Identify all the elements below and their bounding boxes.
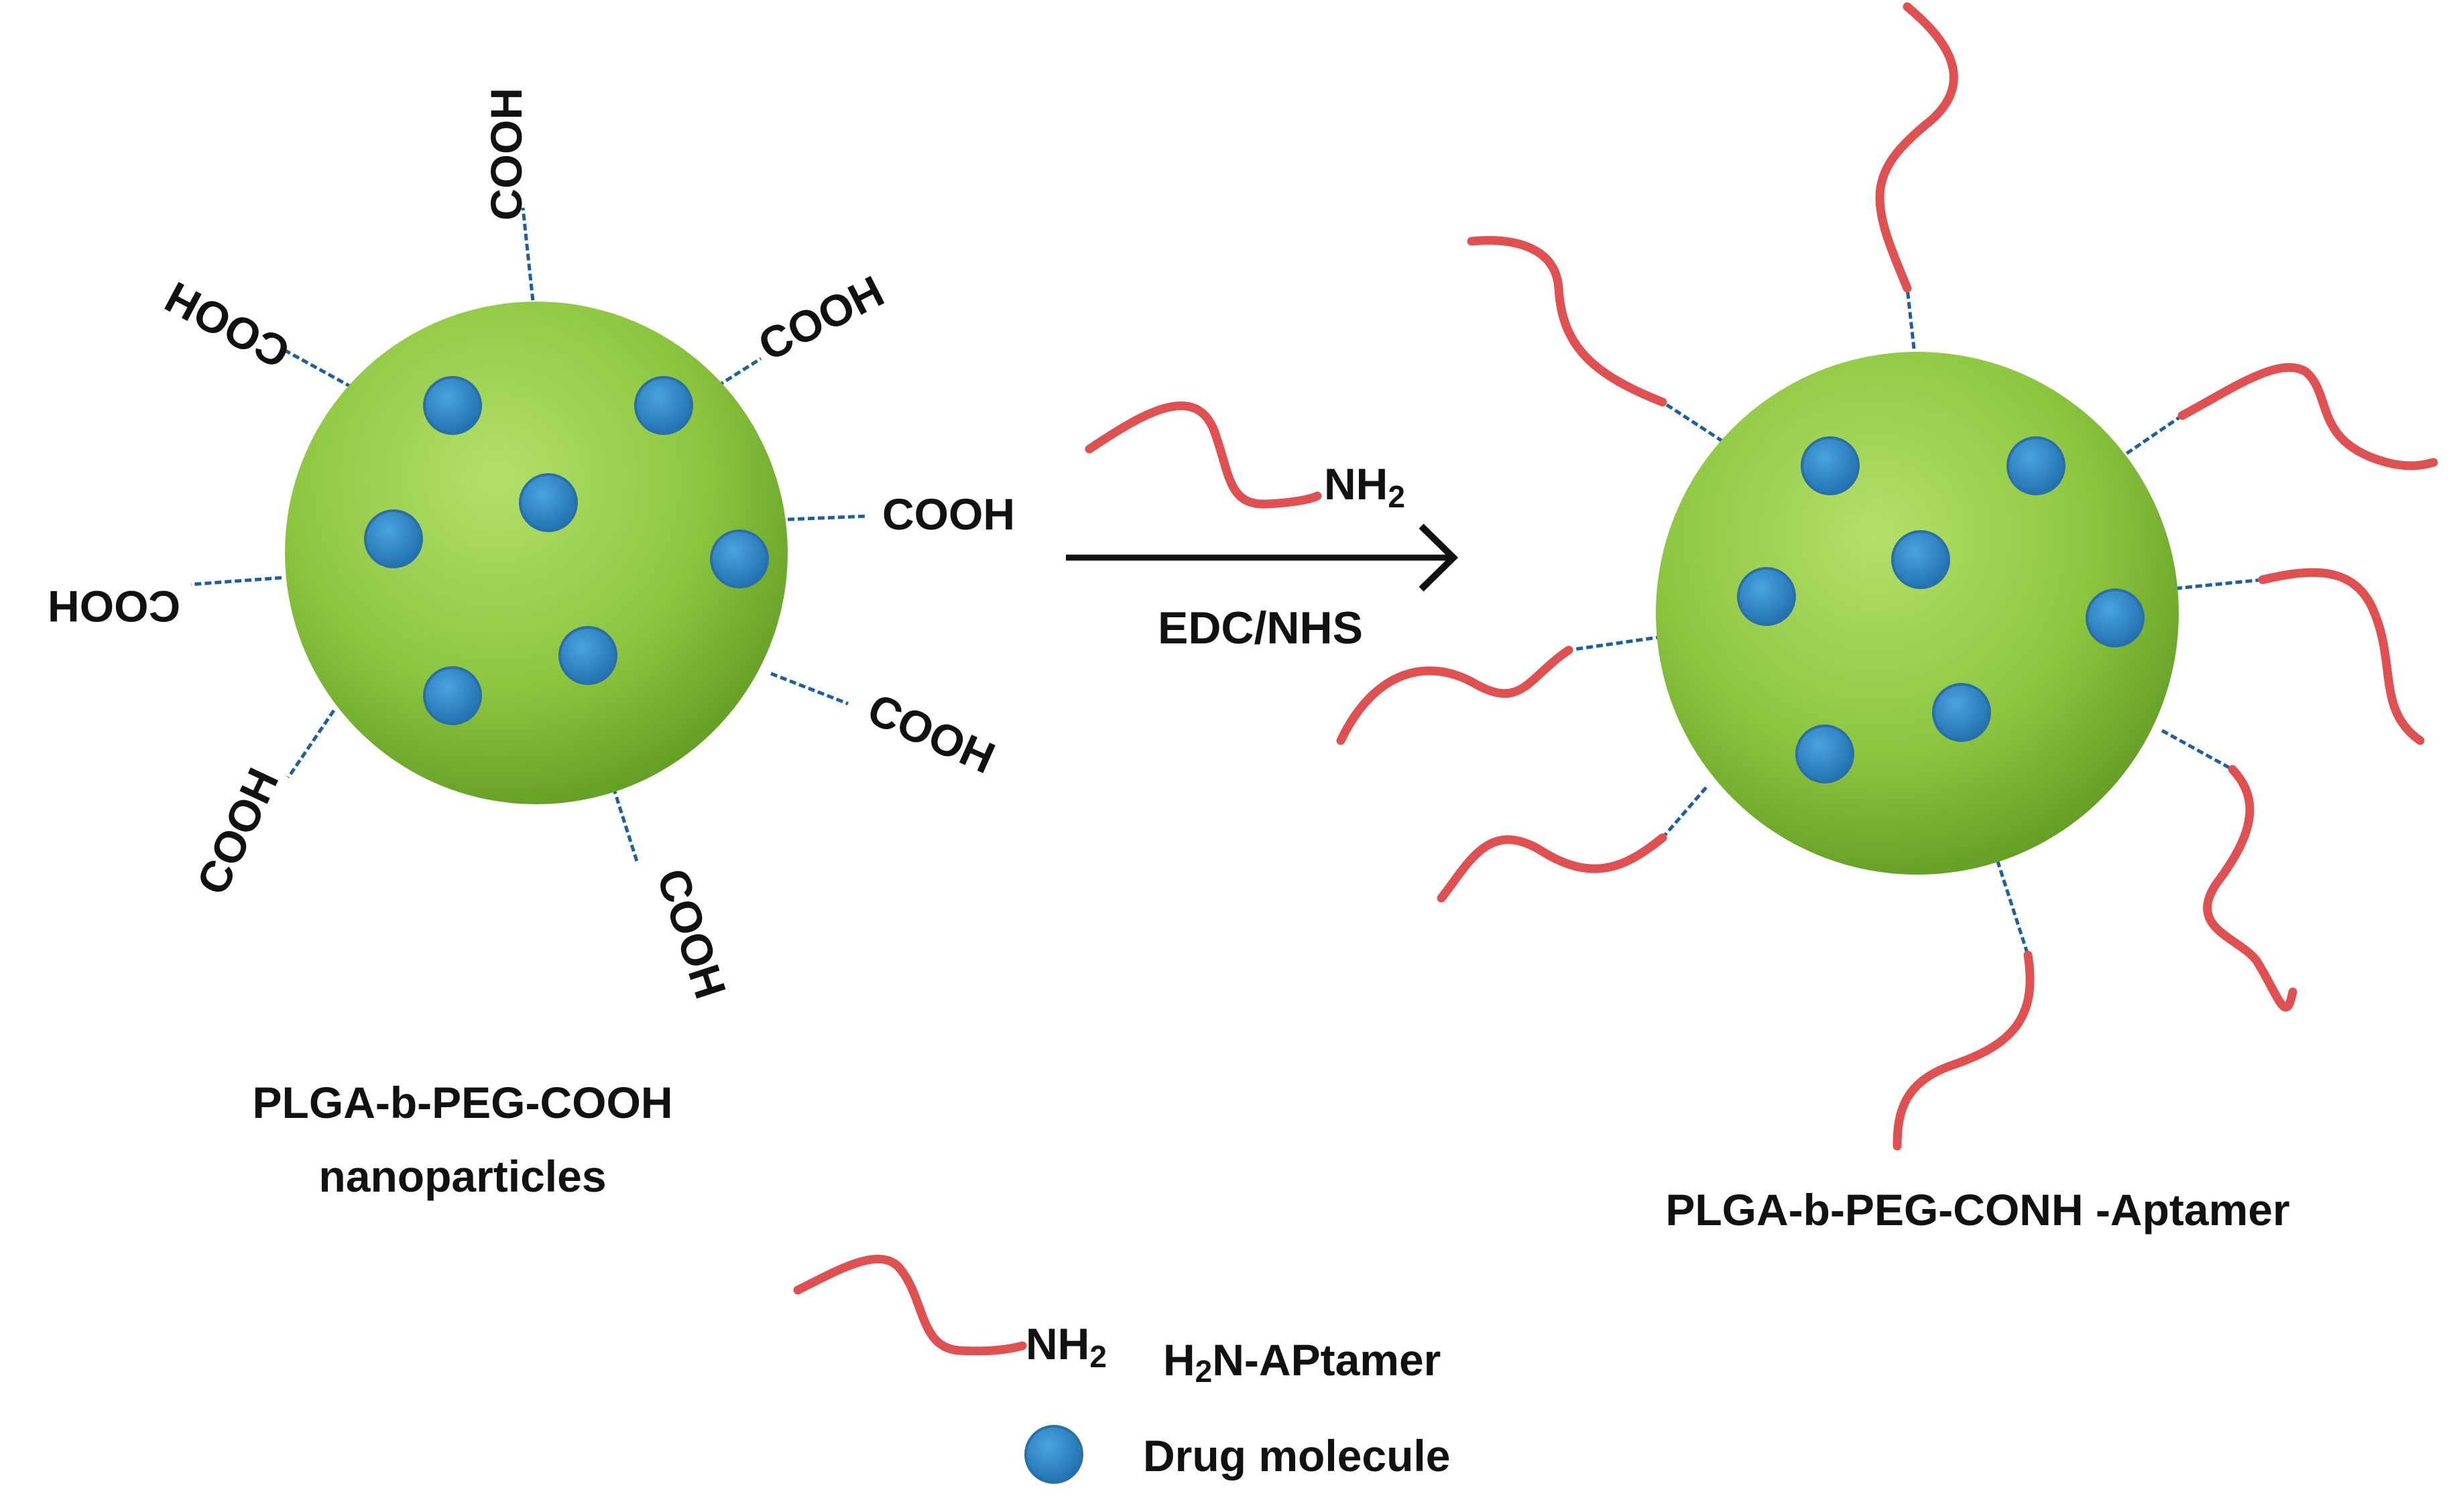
reagent-nh2-label: NH2 <box>1324 459 1405 514</box>
drug-molecules <box>1737 436 2145 783</box>
drug-molecule-icon <box>2006 436 2065 495</box>
legend-drug-label: Drug molecule <box>1143 1431 1450 1480</box>
aptamer-strand-icon <box>2177 363 2438 470</box>
drug-molecules <box>364 376 769 725</box>
legend-drug-icon <box>1024 1425 1083 1484</box>
legend-aptamer-icon <box>793 1255 1027 1356</box>
product-caption: PLGA-b-PEG-CONH -Aptamer <box>1665 1185 2289 1235</box>
cooh-label: COOH <box>861 684 1002 783</box>
drug-molecule-icon <box>1891 530 1950 589</box>
aptamer-linkers <box>1568 288 2263 956</box>
legend-aptamer-label: H2N-APtamer <box>1163 1335 1441 1389</box>
aptamer-strands <box>1336 2 2438 1151</box>
cooh-label: COOH <box>157 272 298 378</box>
reactant-nanoparticle: COOH COOH COOH COOH COOH COOH COOH COOH … <box>48 88 1015 1201</box>
drug-molecule-icon <box>710 529 769 588</box>
drug-molecule-icon <box>1795 724 1854 783</box>
reactant-caption-line2: nanoparticles <box>318 1151 606 1201</box>
drug-molecule-icon <box>519 473 578 532</box>
cooh-linkers <box>190 207 869 862</box>
reaction-step: NH2 EDC/NHS <box>1066 401 1459 653</box>
drug-molecule-icon <box>1932 683 1991 742</box>
reactant-caption-line1: PLGA-b-PEG-COOH <box>253 1078 673 1127</box>
drug-molecule-icon <box>364 509 423 568</box>
product-nanoparticle: PLGA-b-PEG-CONH -Aptamer <box>1336 2 2438 1235</box>
aptamer-strand-icon <box>2258 568 2425 745</box>
aptamer-strand-icon <box>1467 236 1667 407</box>
cooh-label: COOH <box>648 863 736 1004</box>
reaction-condition-label: EDC/NHS <box>1158 603 1363 653</box>
aptamer-strand-icon <box>1875 2 1958 293</box>
aptamer-strand-icon <box>2203 765 2297 1012</box>
aptamer-reagent-icon <box>1085 401 1322 509</box>
cooh-label: COOH <box>882 489 1015 539</box>
drug-molecule-icon <box>634 376 693 435</box>
arrow-head-icon <box>1419 523 1459 592</box>
aptamer-strand-icon <box>1437 833 1667 903</box>
cooh-label: COOH <box>187 761 288 902</box>
drug-molecule-icon <box>423 376 482 435</box>
drug-molecule-icon <box>558 626 617 685</box>
drug-molecule-icon <box>1801 436 1860 495</box>
legend: NH2 H2N-APtamer Drug molecule <box>793 1255 1450 1484</box>
cooh-label: COOH <box>751 266 892 371</box>
cooh-label: COOH <box>481 88 531 220</box>
drug-molecule-icon <box>423 666 482 725</box>
aptamer-strand-icon <box>1893 950 2035 1151</box>
drug-molecule-icon <box>1737 567 1796 626</box>
cooh-label: COOH <box>48 582 180 631</box>
drug-molecule-icon <box>2086 588 2145 647</box>
legend-aptamer-nh2: NH2 <box>1026 1319 1107 1374</box>
aptamer-strand-icon <box>1336 645 1573 745</box>
